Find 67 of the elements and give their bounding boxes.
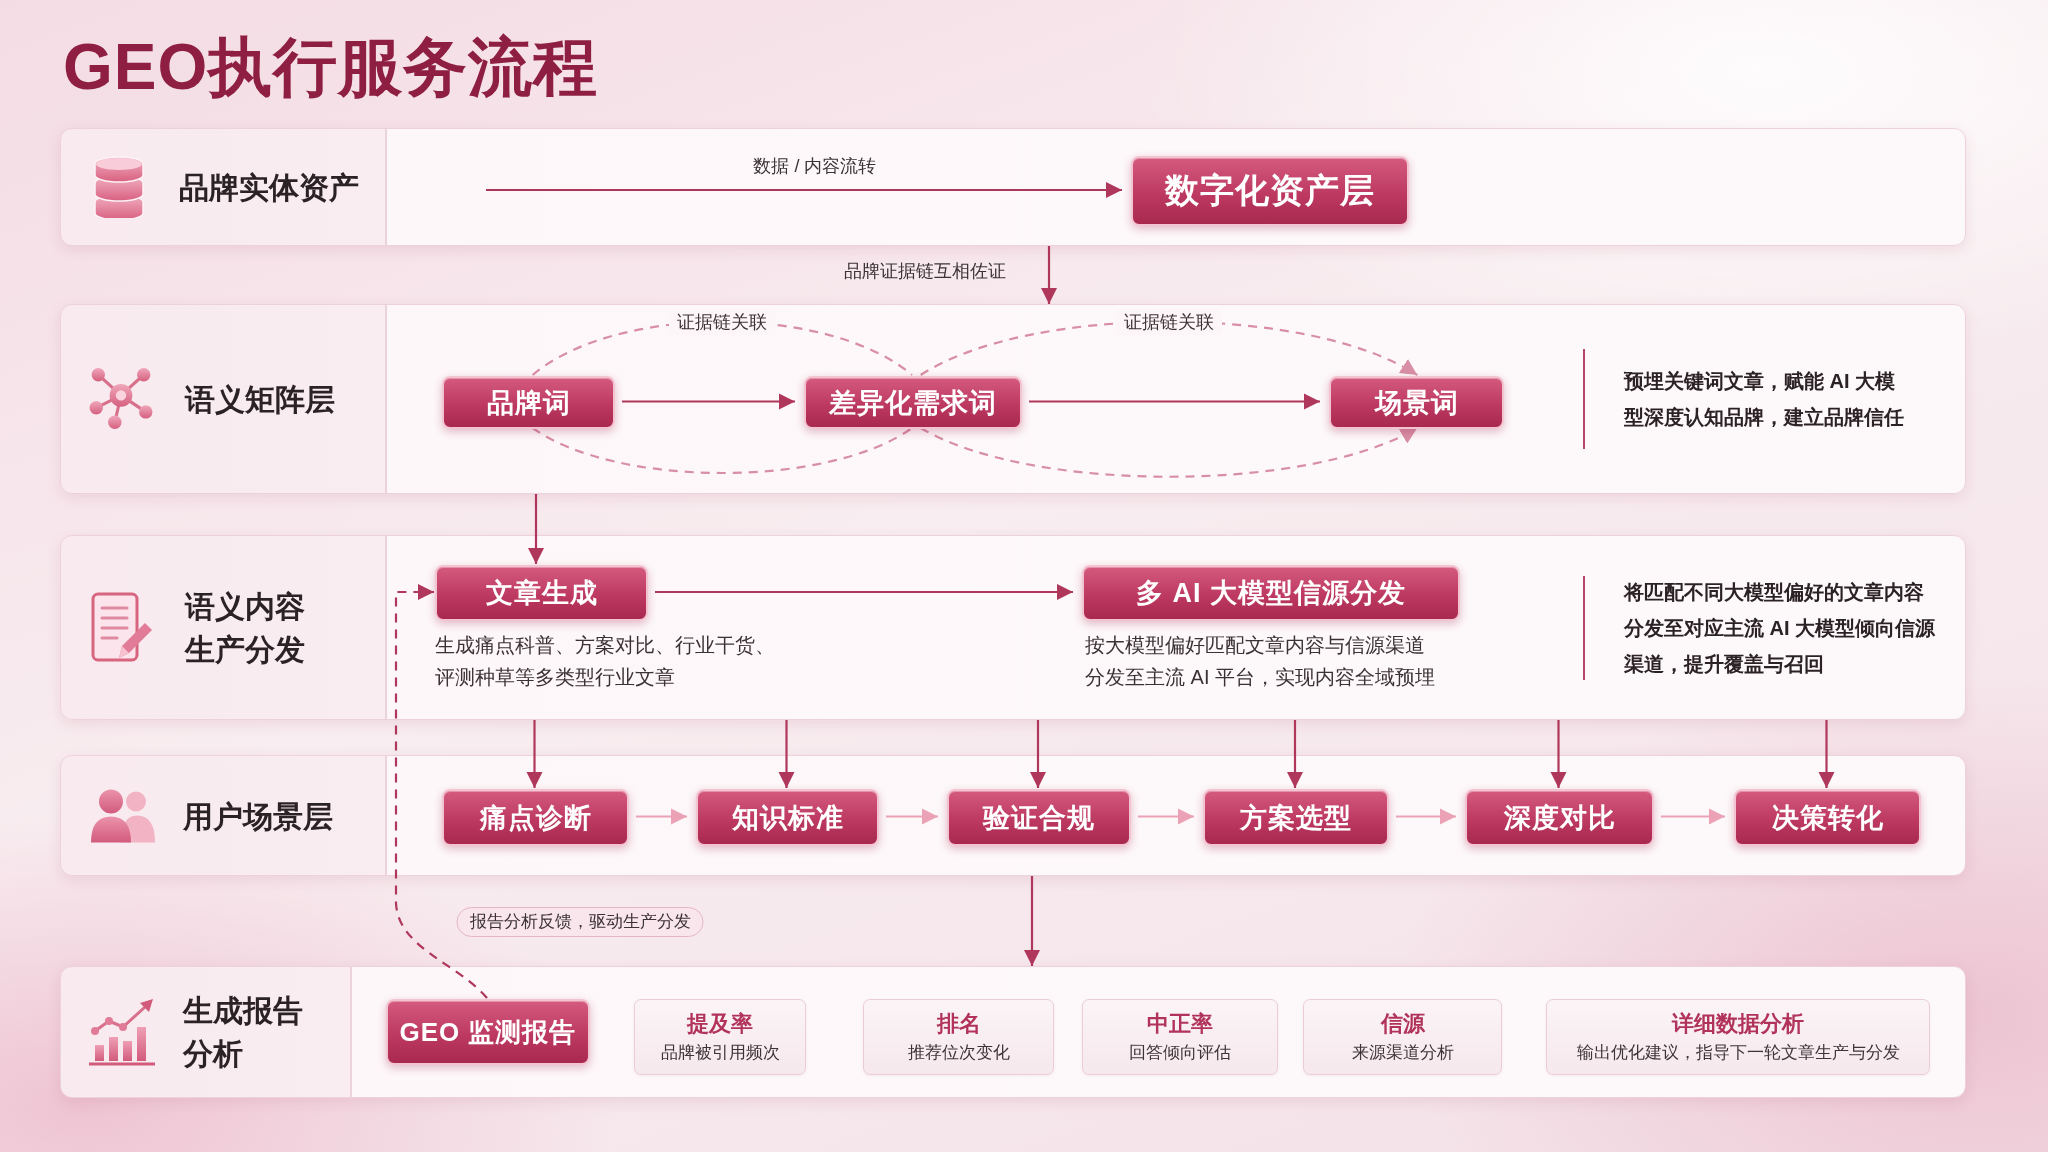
arrow	[1029, 720, 1047, 788]
layer-heading: 品牌实体资产	[179, 169, 359, 206]
edge-label: 报告分析反馈，驱动生产分发	[456, 907, 704, 937]
page-title: GEO执行服务流程	[63, 30, 599, 105]
metric-card	[1546, 999, 1930, 1075]
process-box: 品牌词	[442, 376, 615, 429]
arrow	[1040, 246, 1058, 304]
metric-subtitle: 输出优化建议，指导下一轮文章生产与分发	[1576, 1042, 1900, 1064]
arrow	[527, 494, 545, 564]
note-text: 将匹配不同大模型偏好的文章内容分发至对应主流 AI 大模型倾向信源渠道，提升覆盖与召回	[1624, 579, 1937, 677]
arrow	[655, 583, 1073, 601]
arrow	[1396, 808, 1456, 825]
process-box: 知识标准	[696, 789, 879, 846]
arrow	[778, 720, 795, 788]
note-text: 预埋关键词文章，赋能 AI 大模型深度认知品牌，建立品牌信任	[1624, 369, 1905, 430]
process-box: 验证合规	[947, 789, 1131, 846]
dashed-arrow	[920, 427, 1418, 478]
arrow	[622, 393, 795, 410]
metric-subtitle: 推荐位次变化	[907, 1042, 1010, 1064]
process-box: 痛点诊断	[442, 789, 629, 846]
process-box: 差异化需求词	[804, 376, 1022, 429]
edge-label: 数据 / 内容流转	[753, 155, 877, 178]
metric-subtitle: 回答倾向评估	[1129, 1042, 1231, 1064]
arrow	[886, 808, 938, 825]
metric-title: 提及率	[687, 1010, 753, 1038]
layer-heading: 用户场景层	[183, 798, 333, 834]
metric-card	[634, 999, 806, 1075]
arrow	[1029, 393, 1320, 410]
metric-title: 详细数据分析	[1672, 1010, 1804, 1038]
process-box: 决策转化	[1734, 789, 1921, 846]
layer-panel	[60, 128, 1966, 246]
metric-card	[1303, 999, 1502, 1075]
process-box: GEO 监测报告	[386, 999, 590, 1065]
description-text: 按大模型偏好匹配文章内容与信源渠道分发至主流 AI 平台，实现内容全域预埋	[1085, 633, 1436, 690]
metric-title: 中正率	[1147, 1010, 1213, 1038]
arrow	[1286, 720, 1304, 788]
arrow	[1023, 876, 1041, 966]
metric-subtitle: 品牌被引用频次	[660, 1042, 780, 1064]
arrow	[636, 808, 687, 825]
process-box: 文章生成	[435, 565, 648, 621]
layer-panel	[60, 304, 1966, 494]
layer-heading: 语义内容生产分发	[185, 588, 306, 668]
layer-panel	[60, 755, 1966, 876]
process-box: 多 AI 大模型信源分发	[1082, 565, 1460, 621]
metric-card	[863, 999, 1054, 1075]
description-text: 生成痛点科普、方案对比、行业干货、评测种草等多类型行业文章	[435, 633, 776, 690]
process-box: 方案选型	[1203, 789, 1389, 846]
process-box: 数字化资产层	[1131, 156, 1409, 226]
metric-title: 信源	[1380, 1010, 1425, 1038]
arrow	[1138, 808, 1194, 825]
layer-panel	[60, 535, 1966, 720]
arrow	[526, 720, 543, 788]
layer-panel	[60, 966, 1966, 1098]
metric-card	[1082, 999, 1278, 1075]
layer-heading: 语义矩阵层	[185, 381, 335, 418]
arrow	[486, 181, 1122, 199]
arrow	[1550, 720, 1567, 788]
layer-heading: 生成报告分析	[183, 993, 304, 1072]
process-box: 场景词	[1329, 376, 1504, 429]
dashed-arrow	[394, 583, 488, 999]
process-box: 深度对比	[1465, 789, 1654, 846]
metric-subtitle: 来源渠道分析	[1351, 1042, 1454, 1064]
edge-label: 品牌证据链互相佐证	[844, 260, 1006, 283]
arrow	[1661, 808, 1725, 825]
arrow	[1818, 720, 1835, 788]
metric-title: 排名	[936, 1010, 981, 1038]
dashed-connector-line	[532, 427, 913, 475]
